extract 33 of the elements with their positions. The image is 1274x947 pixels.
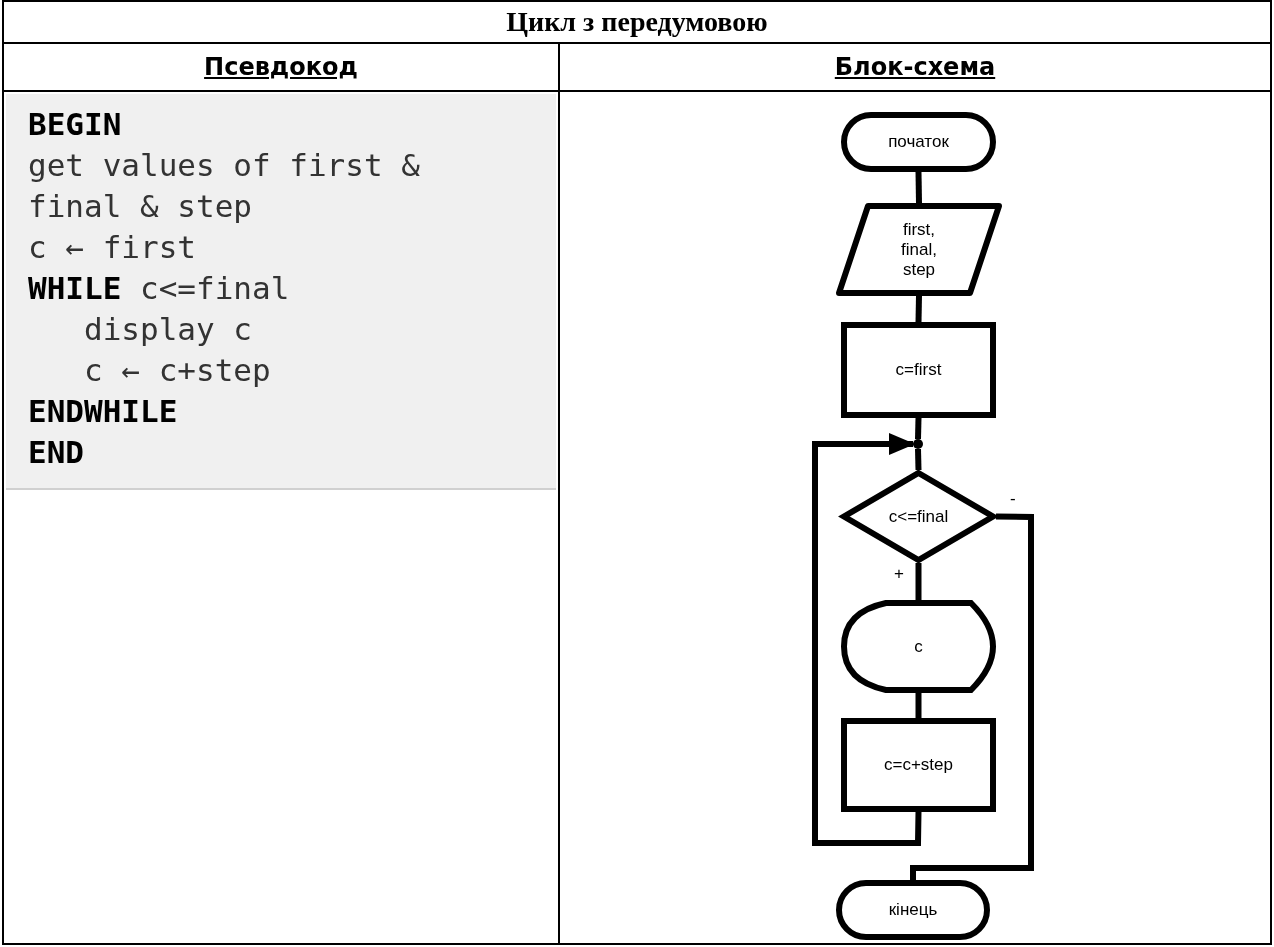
terminal-shape (841, 112, 996, 172)
code-line: display c (83, 310, 253, 349)
code-line: END (28, 433, 85, 472)
node-label: кінець (888, 900, 938, 920)
table-title: Цикл з передумовою (506, 6, 768, 38)
column-heading: Блок-схема (834, 53, 996, 81)
connector-line (915, 295, 922, 323)
column-heading: Псевдокод (204, 53, 358, 81)
code-line: BEGIN (28, 105, 123, 144)
code-line: c ← c+step (83, 351, 272, 390)
process-box (841, 322, 996, 418)
node-label: c<=final (888, 506, 949, 527)
connector-line (915, 448, 922, 471)
node-label: c=first (895, 360, 942, 380)
connector-line (915, 417, 922, 440)
code-line: WHILE c<=final (28, 269, 291, 308)
display-shape (841, 600, 996, 693)
node-label: c (914, 636, 923, 657)
code-line: ENDWHILE (28, 392, 179, 431)
node-label: початок (888, 132, 949, 152)
connector-line (910, 513, 1034, 880)
input-parallelogram (836, 203, 1002, 296)
arrow (812, 433, 922, 846)
junction-dot (913, 439, 923, 449)
node-label: first, final, step (900, 219, 938, 280)
code-line: c ← first (28, 228, 197, 267)
terminal-shape (836, 880, 990, 940)
decision-diamond (841, 470, 996, 563)
connector-line (915, 171, 922, 204)
connector-line (915, 693, 922, 718)
connector-line (915, 563, 922, 600)
node-label: c=c+step (884, 755, 953, 775)
process-box (841, 718, 996, 812)
